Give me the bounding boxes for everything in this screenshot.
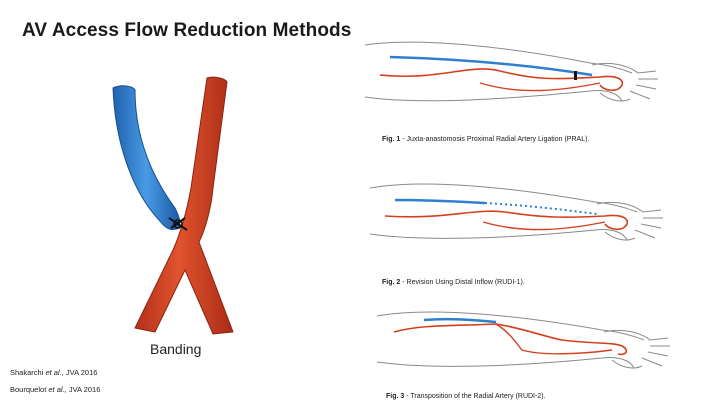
artery-line	[393, 323, 628, 356]
arm-outline	[376, 311, 645, 341]
arm-outline	[369, 183, 638, 213]
artery-line	[495, 323, 613, 355]
arm-outline	[369, 229, 628, 241]
vein-line	[389, 55, 593, 77]
arm-outline	[364, 41, 633, 74]
hand-outline	[596, 201, 663, 239]
arm-outline	[364, 90, 623, 102]
figure-1-caption: Fig. 1 - Juxta-anastomosis Proximal Radi…	[382, 136, 590, 143]
vein-shape	[112, 85, 181, 231]
figure-3-arm-diagram	[376, 311, 670, 369]
hand-outline	[611, 359, 643, 369]
reference-item: Bourquelot et al., JVA 2016	[10, 385, 101, 394]
banding-illustration	[112, 76, 234, 335]
band-knot	[168, 217, 188, 231]
ligation-mark	[574, 71, 577, 80]
figure-2-caption: Fig. 2 - Revision Using Distal Inflow (R…	[382, 279, 525, 286]
slide-title: AV Access Flow Reduction Methods	[22, 20, 352, 41]
reference-item: Shakarchi et al., JVA 2016	[10, 368, 98, 377]
arm-outline	[376, 357, 635, 369]
hand-outline	[604, 231, 636, 241]
vein-line	[394, 198, 486, 205]
artery-line	[379, 68, 624, 92]
hand-outline	[603, 329, 670, 367]
figure-2-arm-diagram	[369, 183, 663, 241]
hand-outline	[591, 62, 658, 100]
figure-1-arm-diagram	[364, 41, 658, 102]
artery-line	[384, 210, 629, 231]
band-ring	[173, 219, 183, 229]
references: Shakarchi et al., JVA 2016 Bourquelot et…	[10, 364, 100, 398]
vein-line	[423, 317, 497, 324]
artery-line	[479, 82, 601, 92]
banding-label: Banding	[150, 341, 202, 357]
vein-dotted-line	[484, 202, 598, 215]
artery-shape	[134, 76, 234, 335]
hand-outline	[599, 92, 631, 102]
artery-line	[482, 221, 606, 231]
figure-3-caption: Fig. 3 - Transposition of the Radial Art…	[386, 393, 546, 400]
